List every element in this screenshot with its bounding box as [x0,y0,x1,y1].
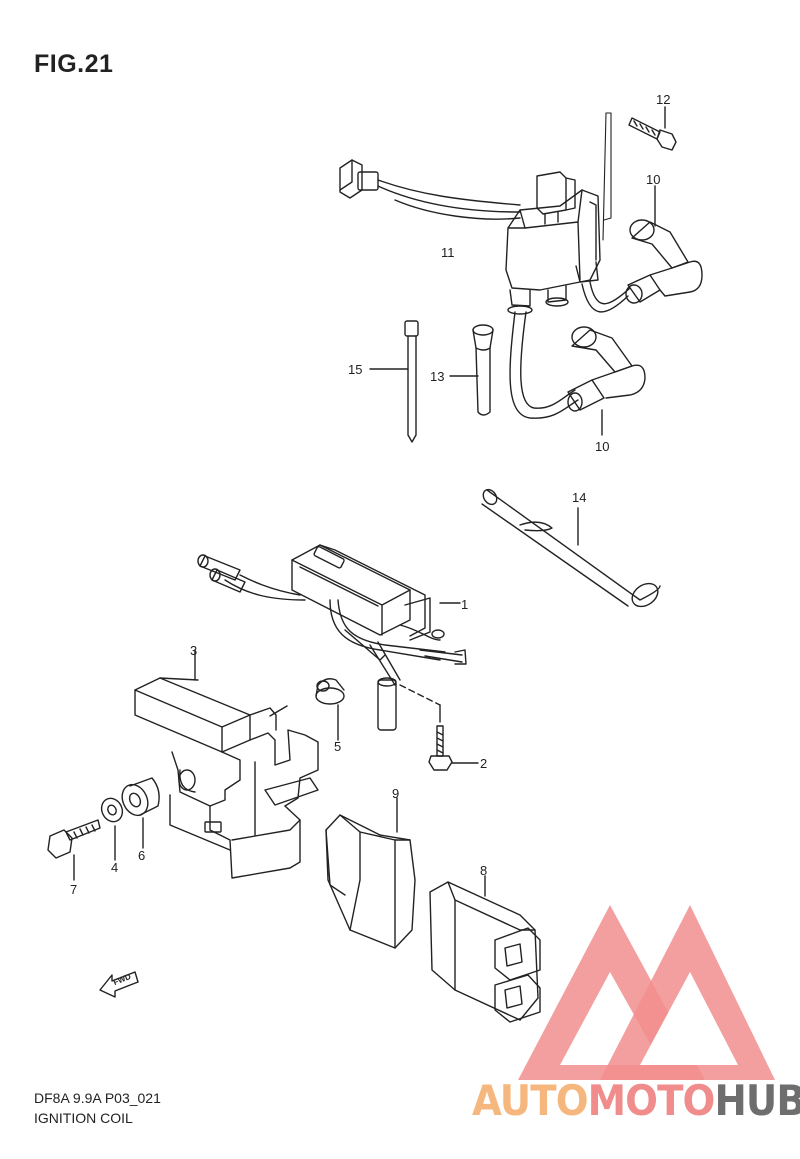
part-group-name: IGNITION COIL [34,1110,133,1126]
fwd-arrow-icon [99,971,139,998]
part-5-grommet [315,678,345,741]
callout-label: 15 [348,362,363,377]
part-7-bolt [47,819,101,881]
model-code: DF8A 9.9A P03_021 [34,1090,161,1106]
part-13-sleeve [449,324,494,416]
callout-label: 3 [190,643,198,658]
part-9-cover [325,797,416,949]
part-3-bracket [134,649,319,879]
callout-label: 10 [595,439,610,454]
part-14-protector-tube [481,488,661,608]
watermark-part-hub: HUB [714,1076,800,1125]
callout-label: 9 [392,786,400,801]
callout-label: 5 [334,739,342,754]
part-1-cdi-unit [197,544,467,731]
watermark-part-auto: AUTO [472,1076,589,1125]
callout-label: 10 [646,172,661,187]
part-10-plug-cap-upper [625,185,703,304]
callout-label: 8 [480,863,488,878]
part-11-ignition-coil [339,159,631,419]
callout-label: 2 [480,756,488,771]
part-4-washer [100,797,124,861]
callout-label: 1 [461,597,469,612]
callout-label: 4 [111,860,119,875]
part-6-grommet [121,777,160,849]
part-15-cable-tie [369,320,419,443]
callout-label: 6 [138,848,146,863]
callout-label: 13 [430,369,445,384]
part-12-bolt [628,106,677,151]
figure-title: FIG.21 [34,50,114,78]
callout-label: 12 [656,92,671,107]
callout-label: 7 [70,882,78,897]
leader-bracket [602,112,612,241]
callout-label: 11 [441,245,455,260]
part-8-regulator [429,875,541,1023]
part-10-plug-cap-lower [567,326,646,436]
part-2-bolt [428,725,479,771]
callout-label: 14 [572,490,587,505]
watermark-part-moto: MOTO [587,1076,716,1125]
watermark-logo-mark [518,905,775,1080]
watermark-wordmark: AUTOMOTOHUB [472,1076,800,1125]
